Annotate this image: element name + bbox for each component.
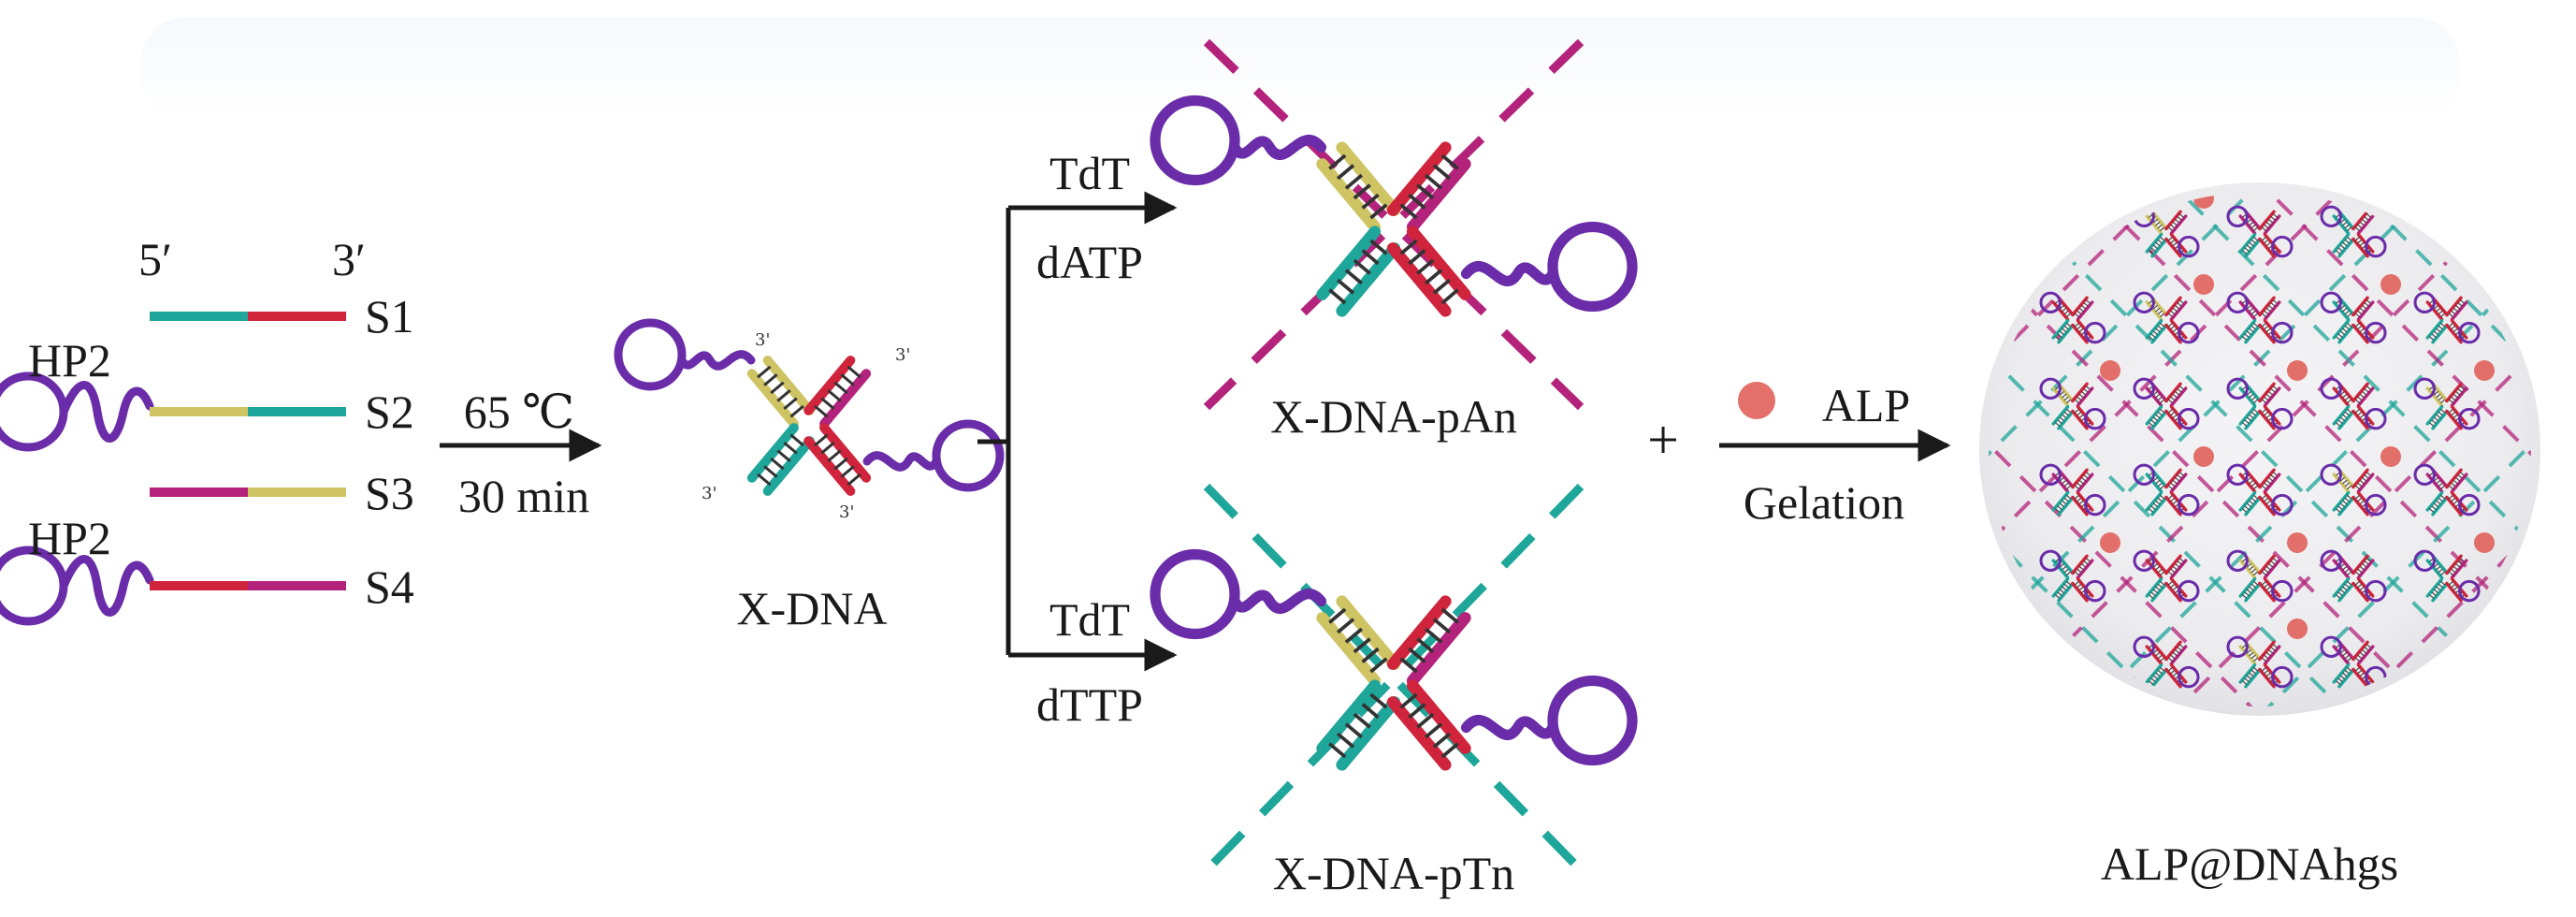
label-dttp: dTTP	[1036, 678, 1143, 731]
svg-text:3': 3'	[702, 484, 716, 503]
label-plus: +	[1647, 409, 1679, 471]
label-three-prime: 3′	[332, 233, 366, 285]
alp-dot-icon	[1738, 382, 1775, 419]
label-tdt-bottom: TdT	[1049, 593, 1131, 646]
label-s1: S1	[365, 290, 414, 342]
svg-text:3': 3'	[755, 330, 770, 350]
hydrogel-sphere	[1979, 182, 2540, 716]
label-five-prime: 5′	[138, 233, 172, 285]
label-s3: S3	[365, 467, 414, 519]
strand-group	[0, 312, 346, 621]
label-s2: S2	[365, 386, 414, 438]
label-hp2-top: HP2	[28, 334, 111, 386]
x-dna-ptn-structure	[1150, 483, 1638, 874]
label-gelation: Gelation	[1743, 476, 1905, 529]
svg-text:3': 3'	[895, 345, 910, 365]
x-dna-pan-structure	[1150, 38, 1638, 411]
label-datp: dATP	[1036, 236, 1143, 288]
label-x-dna-ptn: X-DNA-pTn	[1272, 847, 1515, 899]
label-time: 30 min	[457, 470, 590, 522]
label-tdt-top: TdT	[1049, 147, 1131, 199]
hairpin-s2	[0, 376, 150, 447]
x-dna-structure: 3' 3' 3' 3'	[614, 318, 1005, 522]
label-x-dna: X-DNA	[736, 582, 888, 634]
label-hp2-bottom: HP2	[28, 512, 111, 564]
label-product: ALP@DNAhgs	[2100, 837, 2399, 890]
branch-connector	[977, 191, 1178, 672]
label-alp: ALP	[1821, 379, 1911, 431]
label-temperature: 65 ℃	[463, 386, 575, 438]
label-x-dna-pan: X-DNA-pAn	[1270, 390, 1517, 443]
svg-text:3': 3'	[839, 502, 854, 522]
label-s4: S4	[365, 560, 414, 613]
